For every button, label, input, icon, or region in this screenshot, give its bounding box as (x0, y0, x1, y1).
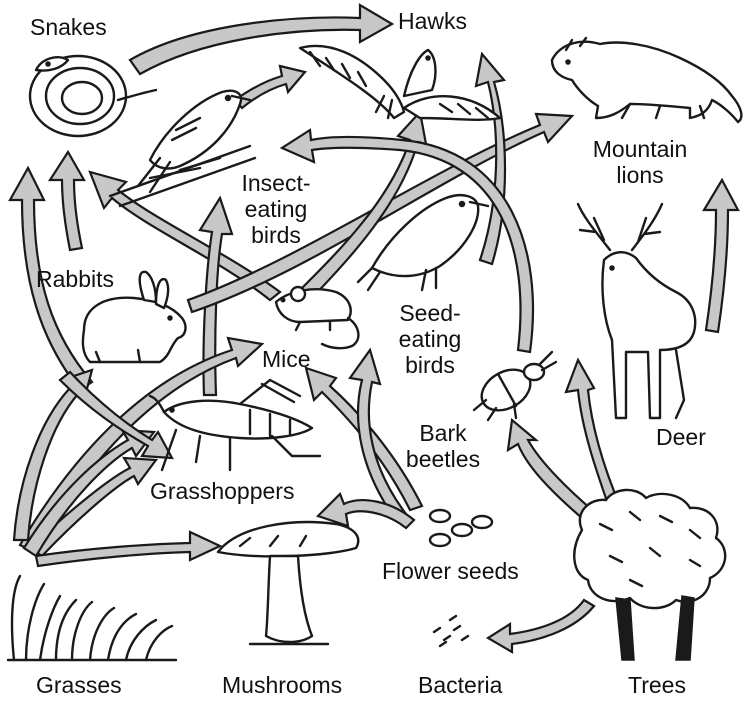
label-bark-beetles-line-1: Bark (419, 420, 467, 446)
arrow-flower-seeds-to-mushrooms (315, 492, 416, 530)
label-bark-beetles-line-2: beetles (405, 446, 481, 472)
arrow-rabbits-to-snakes (47, 149, 86, 252)
arrows (8, 3, 740, 654)
label-mountain-lions: Mountain lions (580, 136, 700, 188)
label-mushrooms: Mushrooms (222, 672, 343, 698)
label-mountain-lions-line-2: lions (616, 162, 664, 188)
arrow-snakes-to-hawks (128, 3, 395, 76)
snake-drawing (28, 54, 158, 138)
arrow-bark-beetles-to-insect-birds (279, 128, 534, 354)
arrow-grasses-to-mushrooms (34, 530, 223, 568)
arrow-grasses-to-grasshoppers (28, 456, 159, 558)
arrow-trees-to-bacteria (485, 598, 596, 654)
label-grasshoppers: Grasshoppers (150, 478, 295, 504)
label-insect-eating-birds: Insect- eating birds (222, 170, 330, 248)
label-insect-eating-birds-line-1: Insect- (241, 170, 311, 196)
label-seed-eating-birds-line-1: Seed- (399, 300, 461, 326)
arrow-mice-to-snakes (8, 165, 94, 392)
label-hawks: Hawks (398, 8, 468, 34)
arrow-rabbits-to-grasshoppers (58, 370, 174, 460)
bark-beetle-drawing (472, 350, 558, 422)
label-flower-seeds: Flower seeds (382, 558, 519, 584)
seed-eating-bird-drawing (356, 194, 490, 292)
label-deer: Deer (656, 424, 706, 450)
arrow-flower-seeds-to-seed-birds (348, 347, 408, 522)
rabbit-drawing (81, 270, 187, 364)
label-bacteria: Bacteria (418, 672, 503, 698)
arrow-trees-to-deer (564, 357, 622, 512)
label-seed-eating-birds-line-2: eating (398, 326, 462, 352)
grasses-drawing (6, 574, 178, 662)
arrow-deer-to-mountain-lions (702, 177, 740, 334)
label-rabbits: Rabbits (36, 266, 114, 292)
flower-seeds-drawing (428, 508, 494, 548)
label-trees: Trees (628, 672, 686, 698)
label-mice: Mice (262, 346, 311, 372)
mountain-lion-drawing (550, 36, 743, 124)
grasshopper-drawing (148, 378, 322, 472)
label-grasses: Grasses (36, 672, 122, 698)
bacteria-drawing (432, 614, 470, 648)
arrow-trees-to-bark-beetles (506, 417, 606, 532)
insect-eating-bird-drawing (108, 89, 257, 208)
hawk-drawing (298, 44, 502, 121)
mushroom-drawing (216, 520, 360, 646)
label-insect-eating-birds-line-2: eating (244, 196, 308, 222)
label-insect-eating-birds-line-3: birds (251, 222, 301, 248)
label-seed-eating-birds-line-3: birds (405, 352, 455, 378)
trees-drawing (573, 488, 727, 661)
label-snakes: Snakes (30, 14, 107, 40)
label-bark-beetles: Bark beetles (388, 420, 498, 472)
arrow-grasses-to-rabbits (12, 368, 94, 542)
label-mountain-lions-line-1: Mountain (592, 136, 688, 162)
arrow-insect-birds-to-hawks (233, 64, 307, 110)
mouse-drawing (274, 285, 360, 350)
deer-drawing (576, 202, 697, 420)
label-seed-eating-birds: Seed- eating birds (380, 300, 480, 378)
